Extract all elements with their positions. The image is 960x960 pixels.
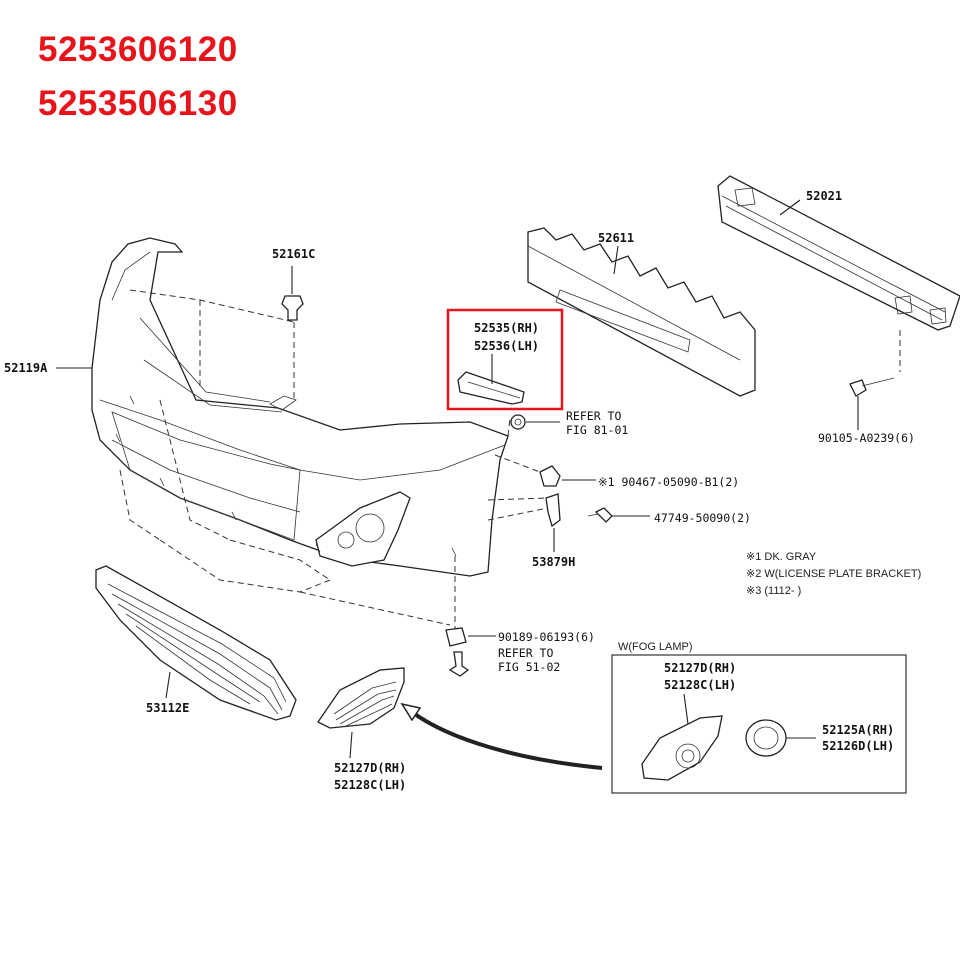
label-53879h: 53879H — [532, 555, 575, 569]
label-52021: 52021 — [806, 189, 842, 203]
label-52119a: 52119A — [4, 361, 48, 375]
note-2: ※2 W(LICENSE PLATE BRACKET) — [746, 568, 921, 580]
fog-lamp-cover-52127d-inset — [641, 693, 723, 781]
screw-47749-50090 — [587, 507, 650, 523]
label-fig-51-02: FIG 51-02 — [498, 660, 560, 674]
note-3: ※3 (1112- ) — [746, 585, 801, 597]
bumper-side-bracket-52535-52536 — [457, 354, 525, 405]
part-number-headline-2: 5253506130 — [38, 84, 238, 123]
fog-lamp-52125a-52126d — [745, 719, 816, 757]
fog-lamp-cover-52127d-lower — [317, 667, 405, 759]
bolt-90105-a0239 — [849, 377, 895, 430]
label-52128c-inset: 52128C(LH) — [664, 678, 736, 692]
fog-lamp-variant-box — [611, 654, 907, 794]
label-refer-to-2: REFER TO — [498, 646, 553, 660]
screw-90467-05090-b1 — [539, 465, 596, 487]
label-90189: 90189-06193(6) — [498, 630, 595, 644]
clip-52161c — [281, 266, 304, 321]
lower-grille-53112e — [95, 565, 297, 721]
label-52536: 52536(LH) — [474, 339, 539, 353]
front-bumper-cover-52119a — [91, 237, 509, 577]
label-52126d: 52126D(LH) — [822, 739, 894, 753]
label-52535: 52535(RH) — [474, 321, 539, 335]
label-refer-to-1: REFER TO — [566, 409, 621, 423]
energy-absorber-52611 — [527, 227, 756, 397]
label-52128c-lower: 52128C(LH) — [334, 778, 406, 792]
fog-lamp-assembly-arrow — [410, 710, 603, 770]
highlight-box-52535-52536 — [446, 308, 564, 411]
label-90467: ※1 90467-05090-B1(2) — [598, 475, 739, 489]
nut-refer-fig-81-01 — [510, 414, 560, 430]
label-52127d-lower: 52127D(RH) — [334, 761, 406, 775]
label-90105: 90105-A0239(6) — [818, 431, 915, 445]
arrow-head — [400, 702, 422, 722]
label-fig-81-01: FIG 81-01 — [566, 423, 628, 437]
bumper-reinforcement-52021 — [717, 175, 960, 331]
clip-90189-06193 — [445, 627, 496, 677]
leader-52611 — [613, 245, 619, 275]
dashed-assembly-lines — [119, 289, 901, 630]
label-52161c: 52161C — [272, 247, 315, 261]
bracket-53879h — [545, 493, 561, 552]
label-fog-lamp-variant: W(FOG LAMP) — [618, 641, 693, 653]
label-52611: 52611 — [598, 231, 634, 245]
label-47749: 47749-50090(2) — [654, 511, 751, 525]
note-1: ※1 DK. GRAY — [746, 551, 817, 563]
label-53112e: 53112E — [146, 701, 189, 715]
part-number-headline-1: 5253606120 — [38, 30, 238, 69]
label-52127d-inset: 52127D(RH) — [664, 661, 736, 675]
leader-52021 — [779, 199, 801, 216]
label-52125a: 52125A(RH) — [822, 723, 894, 737]
